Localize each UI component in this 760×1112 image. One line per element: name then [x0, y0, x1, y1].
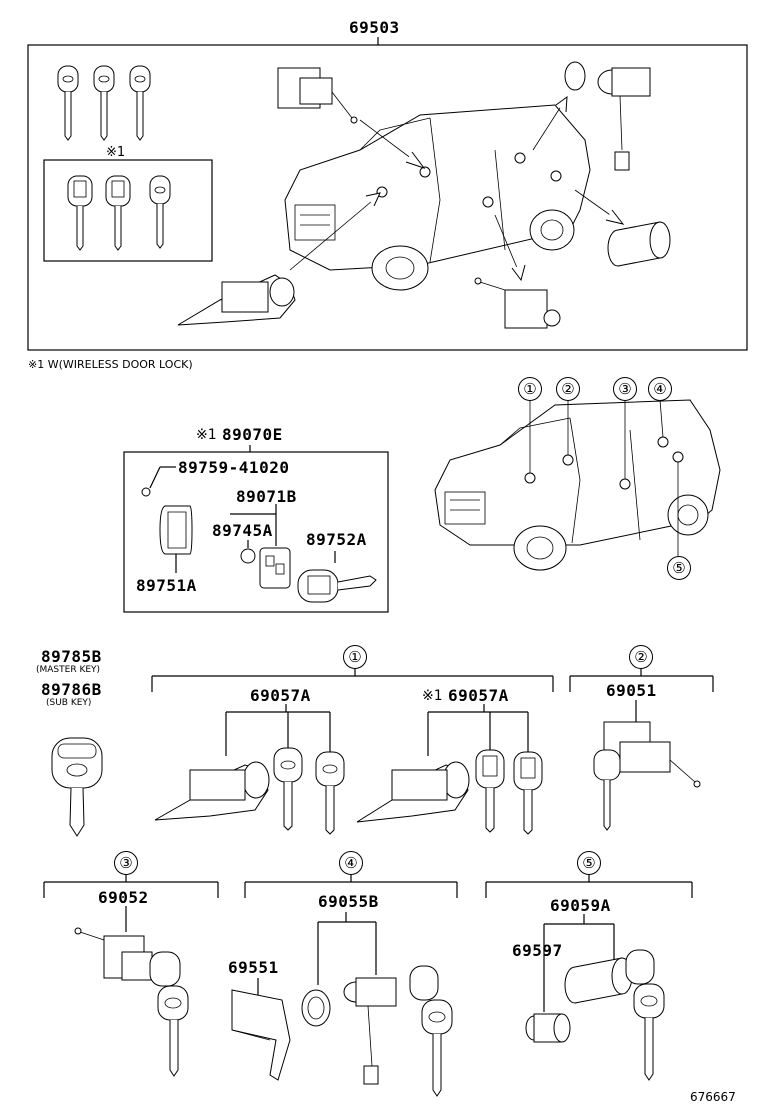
key-set-top — [57, 65, 151, 141]
group-5-marker: ⑤ — [577, 851, 601, 875]
kit-box — [123, 451, 389, 613]
key-1b-1 — [475, 749, 505, 833]
cylinder-ring-4 — [301, 989, 331, 1027]
group-4-marker: ④ — [339, 851, 363, 875]
master-key-note: (MASTER KEY) — [36, 665, 101, 675]
location-marker-5: ⑤ — [667, 556, 691, 580]
group-1-marker: ① — [343, 645, 367, 669]
transmitter-case-shape — [159, 505, 193, 555]
group-5-part-number: 69059A — [550, 896, 611, 915]
transmitter-part-number: 89071B — [236, 487, 297, 506]
key-1b-2 — [513, 751, 543, 835]
kit-part-number: 89070E — [222, 425, 283, 444]
back-door-cylinder-top — [564, 61, 651, 171]
assembly-part-number: 69503 — [349, 18, 400, 37]
battery-shape — [240, 548, 256, 564]
lock-cylinder-5 — [525, 1013, 571, 1043]
sub-key-note: (SUB KEY) — [46, 698, 92, 708]
group-3-marker: ③ — [114, 851, 138, 875]
keys-5 — [625, 949, 665, 1081]
wireless-marker: ※1 — [106, 145, 126, 160]
location-marker-4: ④ — [648, 377, 672, 401]
group-1-left-part-number: 69057A — [250, 686, 311, 705]
cylinder-sleeve-5 — [564, 957, 633, 1004]
key-part-number: 89752A — [306, 530, 367, 549]
screw-part-number: 89759-41020 — [178, 458, 290, 477]
door-lock-cylinder-3 — [74, 927, 189, 1077]
group-2-marker: ② — [629, 645, 653, 669]
diagram-id: 676667 — [690, 1090, 736, 1104]
ignition-cylinder-top — [177, 274, 296, 326]
transmitter-shape — [259, 547, 291, 589]
group-3-part-number: 69052 — [98, 888, 149, 907]
key-1a-2 — [315, 751, 345, 835]
kit-prefix: ※1 — [196, 427, 217, 443]
group-1-right-part-number: 69057A — [448, 686, 509, 705]
location-marker-3: ③ — [613, 377, 637, 401]
group-1-right-prefix: ※1 — [422, 688, 443, 704]
master-key-part-number: 89785B — [41, 647, 102, 666]
wireless-keys-box — [43, 159, 213, 262]
footnote: ※1 W(WIRELESS DOOR LOCK) — [28, 358, 193, 371]
back-door-cylinder-4 — [343, 965, 453, 1097]
case-part-number: 89751A — [136, 576, 197, 595]
group-2-part-number: 69051 — [606, 681, 657, 700]
transmitter-key-shape — [297, 569, 377, 603]
group-4-sub-part-number: 69551 — [228, 958, 279, 977]
cylinder-sleeve-top — [607, 221, 671, 267]
ignition-cylinder-1b — [356, 761, 470, 823]
location-marker-2: ② — [556, 377, 580, 401]
lock-retainer-4 — [231, 989, 291, 1081]
group-5-sub-part-number: 69597 — [512, 941, 563, 960]
assembly-box — [27, 44, 748, 351]
location-marker-1: ① — [518, 377, 542, 401]
screw-shape — [141, 487, 151, 497]
vehicle-illustration-mid — [434, 399, 721, 571]
door-lock-cylinder-rear-top — [474, 277, 561, 329]
ignition-cylinder-1a — [154, 761, 270, 821]
door-lock-cylinder-top — [277, 67, 358, 124]
master-key-shape — [51, 737, 103, 837]
vehicle-illustration-top — [284, 95, 625, 291]
group-4-part-number: 69055B — [318, 892, 379, 911]
key-set-wireless — [67, 175, 171, 251]
sub-key-part-number: 89786B — [41, 680, 102, 699]
door-lock-cylinder-2 — [593, 721, 701, 831]
battery-part-number: 89745A — [212, 521, 273, 540]
key-1a-1 — [273, 747, 303, 831]
